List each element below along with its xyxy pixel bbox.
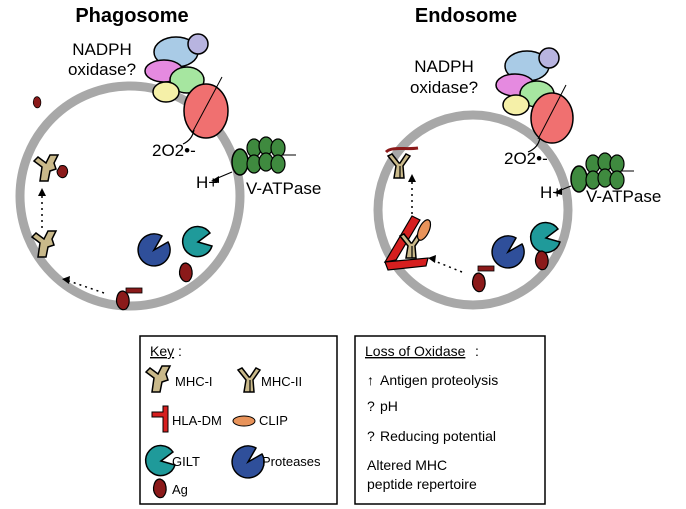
key-ag-label: Ag <box>172 482 188 497</box>
key-gilt-label: GILT <box>172 454 200 469</box>
endosome-gilt <box>529 221 561 254</box>
loss-row4-line1: Altered MHC <box>367 457 447 473</box>
endosome-nadph-label-1: NADPH <box>414 57 474 76</box>
endosome-antigen-small <box>471 272 486 293</box>
phagosome-title: Phagosome <box>75 5 188 27</box>
key-box: Key : MHC-I MHC-II HLA-DM CLIP GILT Prot… <box>139 335 338 505</box>
endosome-antigen <box>534 250 549 271</box>
phagosome-nadph-label-1: NADPH <box>72 40 132 59</box>
phagosome-vatpase-complex <box>231 136 296 176</box>
key-heading-suffix: : <box>178 343 182 359</box>
phagosome-peptide <box>125 287 143 294</box>
phagosome-nadph-label-2: oxidase? <box>68 60 136 79</box>
key-clip-label: CLIP <box>259 413 288 428</box>
phagosome-vatpase-label: V-ATPase <box>246 179 321 198</box>
key-protease-label: Proteases <box>262 454 321 469</box>
loss-heading: Loss of Oxidase <box>365 343 466 359</box>
phagosome-ag-bound <box>32 96 42 109</box>
phagosome-gilt <box>181 225 213 258</box>
loss-row2-symbol: ? <box>367 398 375 414</box>
endosome-superoxide-label: 2O2•- <box>504 149 548 168</box>
phagosome-membrane <box>15 81 245 311</box>
endosome-proton-label: H+ <box>540 183 562 202</box>
endosome-protease <box>491 235 525 269</box>
loss-row2-text: pH <box>380 398 398 414</box>
phagosome-antigen-small <box>115 290 130 311</box>
endosome-nadph-label-2: oxidase? <box>410 78 478 97</box>
endosome-title: Endosome <box>415 5 517 27</box>
key-mhc1-label: MHC-I <box>175 374 213 389</box>
phagosome-panel: Phagosome NADPH oxidase? 2O2•- <box>15 5 321 311</box>
key-clip-icon <box>232 415 256 427</box>
endosome-membrane <box>373 110 573 310</box>
endosome-nadph-oxidase-complex <box>495 47 574 144</box>
key-hladm-icon <box>151 405 169 433</box>
endosome-panel: Endosome NADPH oxidase? 2O2•- H+ <box>373 5 661 310</box>
endosome-vatpase-label: V-ATPase <box>586 187 661 206</box>
endosome-mhc2-hladm-clip <box>383 215 432 271</box>
loss-of-oxidase-box: Loss of Oxidase : ↑ Antigen proteolysis … <box>354 335 546 505</box>
key-mhc2-label: MHC-II <box>261 374 302 389</box>
phagosome-proton-label: H+ <box>196 173 218 192</box>
loss-row3-text: Reducing potential <box>380 428 496 444</box>
loss-row3-symbol: ? <box>367 428 375 444</box>
loss-row1-text: Antigen proteolysis <box>380 372 498 388</box>
phagosome-nadph-oxidase-complex <box>144 33 229 139</box>
phagosome-mhc1-upper <box>33 154 59 182</box>
phagosome-superoxide-label: 2O2•- <box>152 141 196 160</box>
phagosome-superoxide-arrow <box>182 129 195 145</box>
endosome-peptide <box>477 265 495 272</box>
key-heading: Key <box>150 343 174 359</box>
loss-row4-line2: peptide repertoire <box>367 476 477 492</box>
loss-heading-suffix: : <box>475 343 479 359</box>
phagosome-protease <box>137 233 171 267</box>
endosome-vatpase-complex <box>570 152 634 193</box>
phagosome-antigen <box>178 262 193 283</box>
loss-row1-symbol: ↑ <box>367 372 374 388</box>
key-hladm-label: HLA-DM <box>172 413 222 428</box>
key-ag-icon <box>152 478 167 499</box>
